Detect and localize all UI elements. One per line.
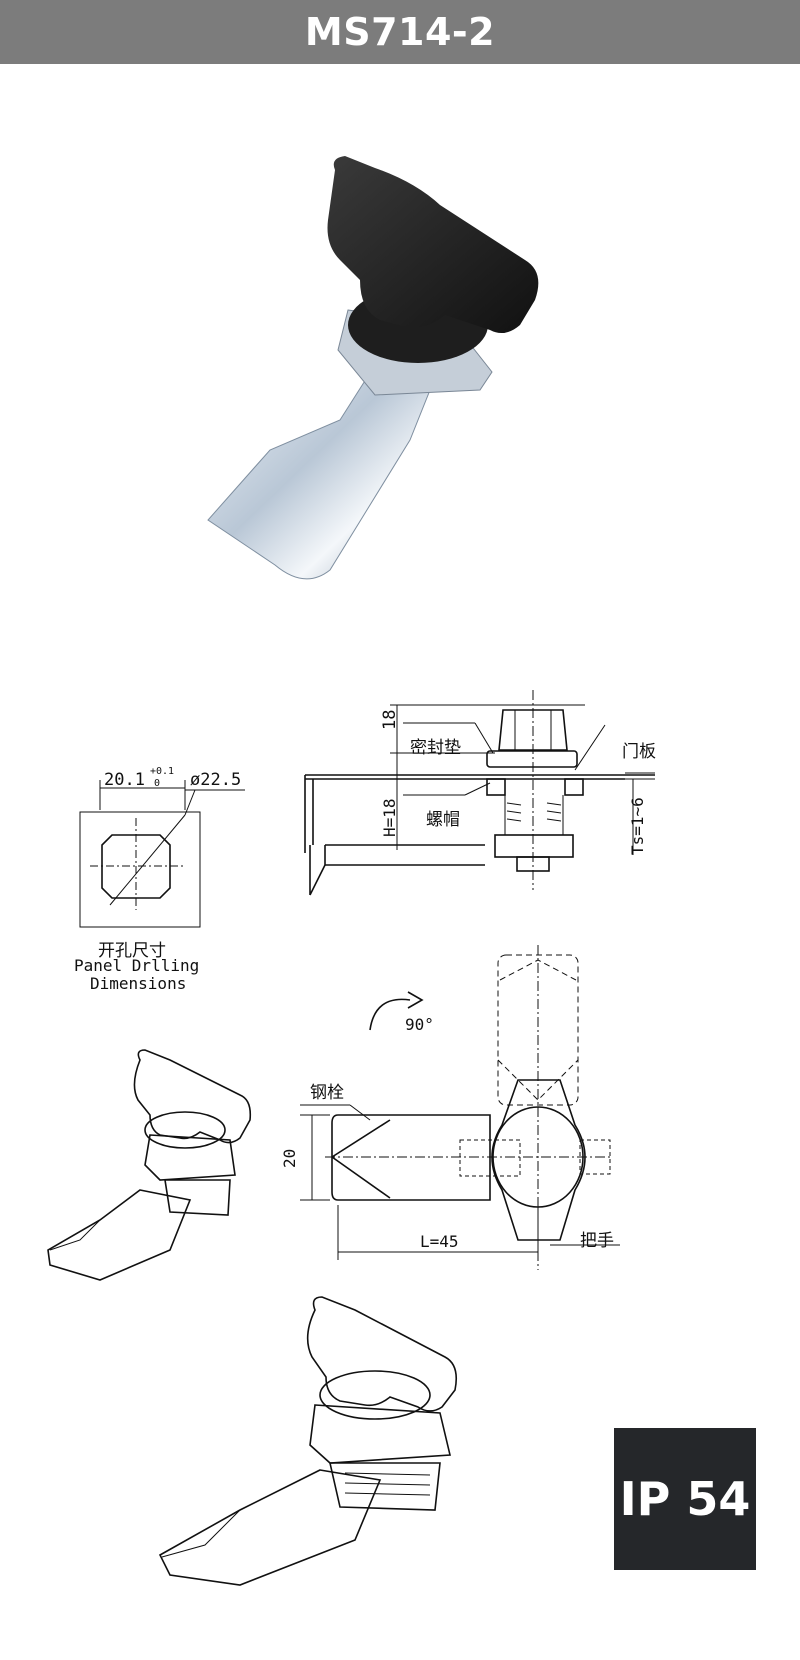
top-view-diagram	[300, 945, 620, 1270]
height-18-label: 18	[380, 709, 400, 730]
length-label: L=45	[420, 1232, 459, 1251]
side-view-diagram	[304, 690, 655, 896]
drill-caption-en-2: Dimensions	[90, 974, 187, 993]
width-20-label: 20	[280, 1148, 299, 1168]
gasket-label: 密封垫	[410, 738, 461, 758]
panel-drilling-diagram	[79, 780, 245, 928]
rotation-label: 90°	[405, 1015, 434, 1034]
drill-tolerance-lower: 0	[154, 778, 161, 789]
product-title: MS714-2	[304, 10, 496, 54]
title-bar: MS714-2	[0, 0, 800, 64]
product-photo	[207, 156, 539, 580]
drill-caption-en-1: Panel Drlling	[74, 956, 200, 975]
handle-label: 把手	[580, 1231, 614, 1251]
drill-caption-cn: 开孔尺寸	[98, 941, 166, 961]
isometric-drawing-large	[158, 1296, 458, 1586]
drill-width-dim: 20.1	[104, 770, 145, 790]
bolt-label: 钢栓	[310, 1083, 344, 1103]
ip-rating-badge: IP 54	[614, 1428, 756, 1570]
drill-tolerance-upper: +0.1	[150, 766, 175, 777]
isometric-drawing-small	[47, 1049, 252, 1281]
ts-label: Ts=1~6	[628, 797, 647, 855]
h-dimension-label: H=18	[380, 798, 399, 837]
door-panel-label: 门板	[622, 742, 656, 762]
nut-label: 螺帽	[426, 810, 460, 830]
drill-diameter-dim: ø22.5	[190, 770, 242, 790]
